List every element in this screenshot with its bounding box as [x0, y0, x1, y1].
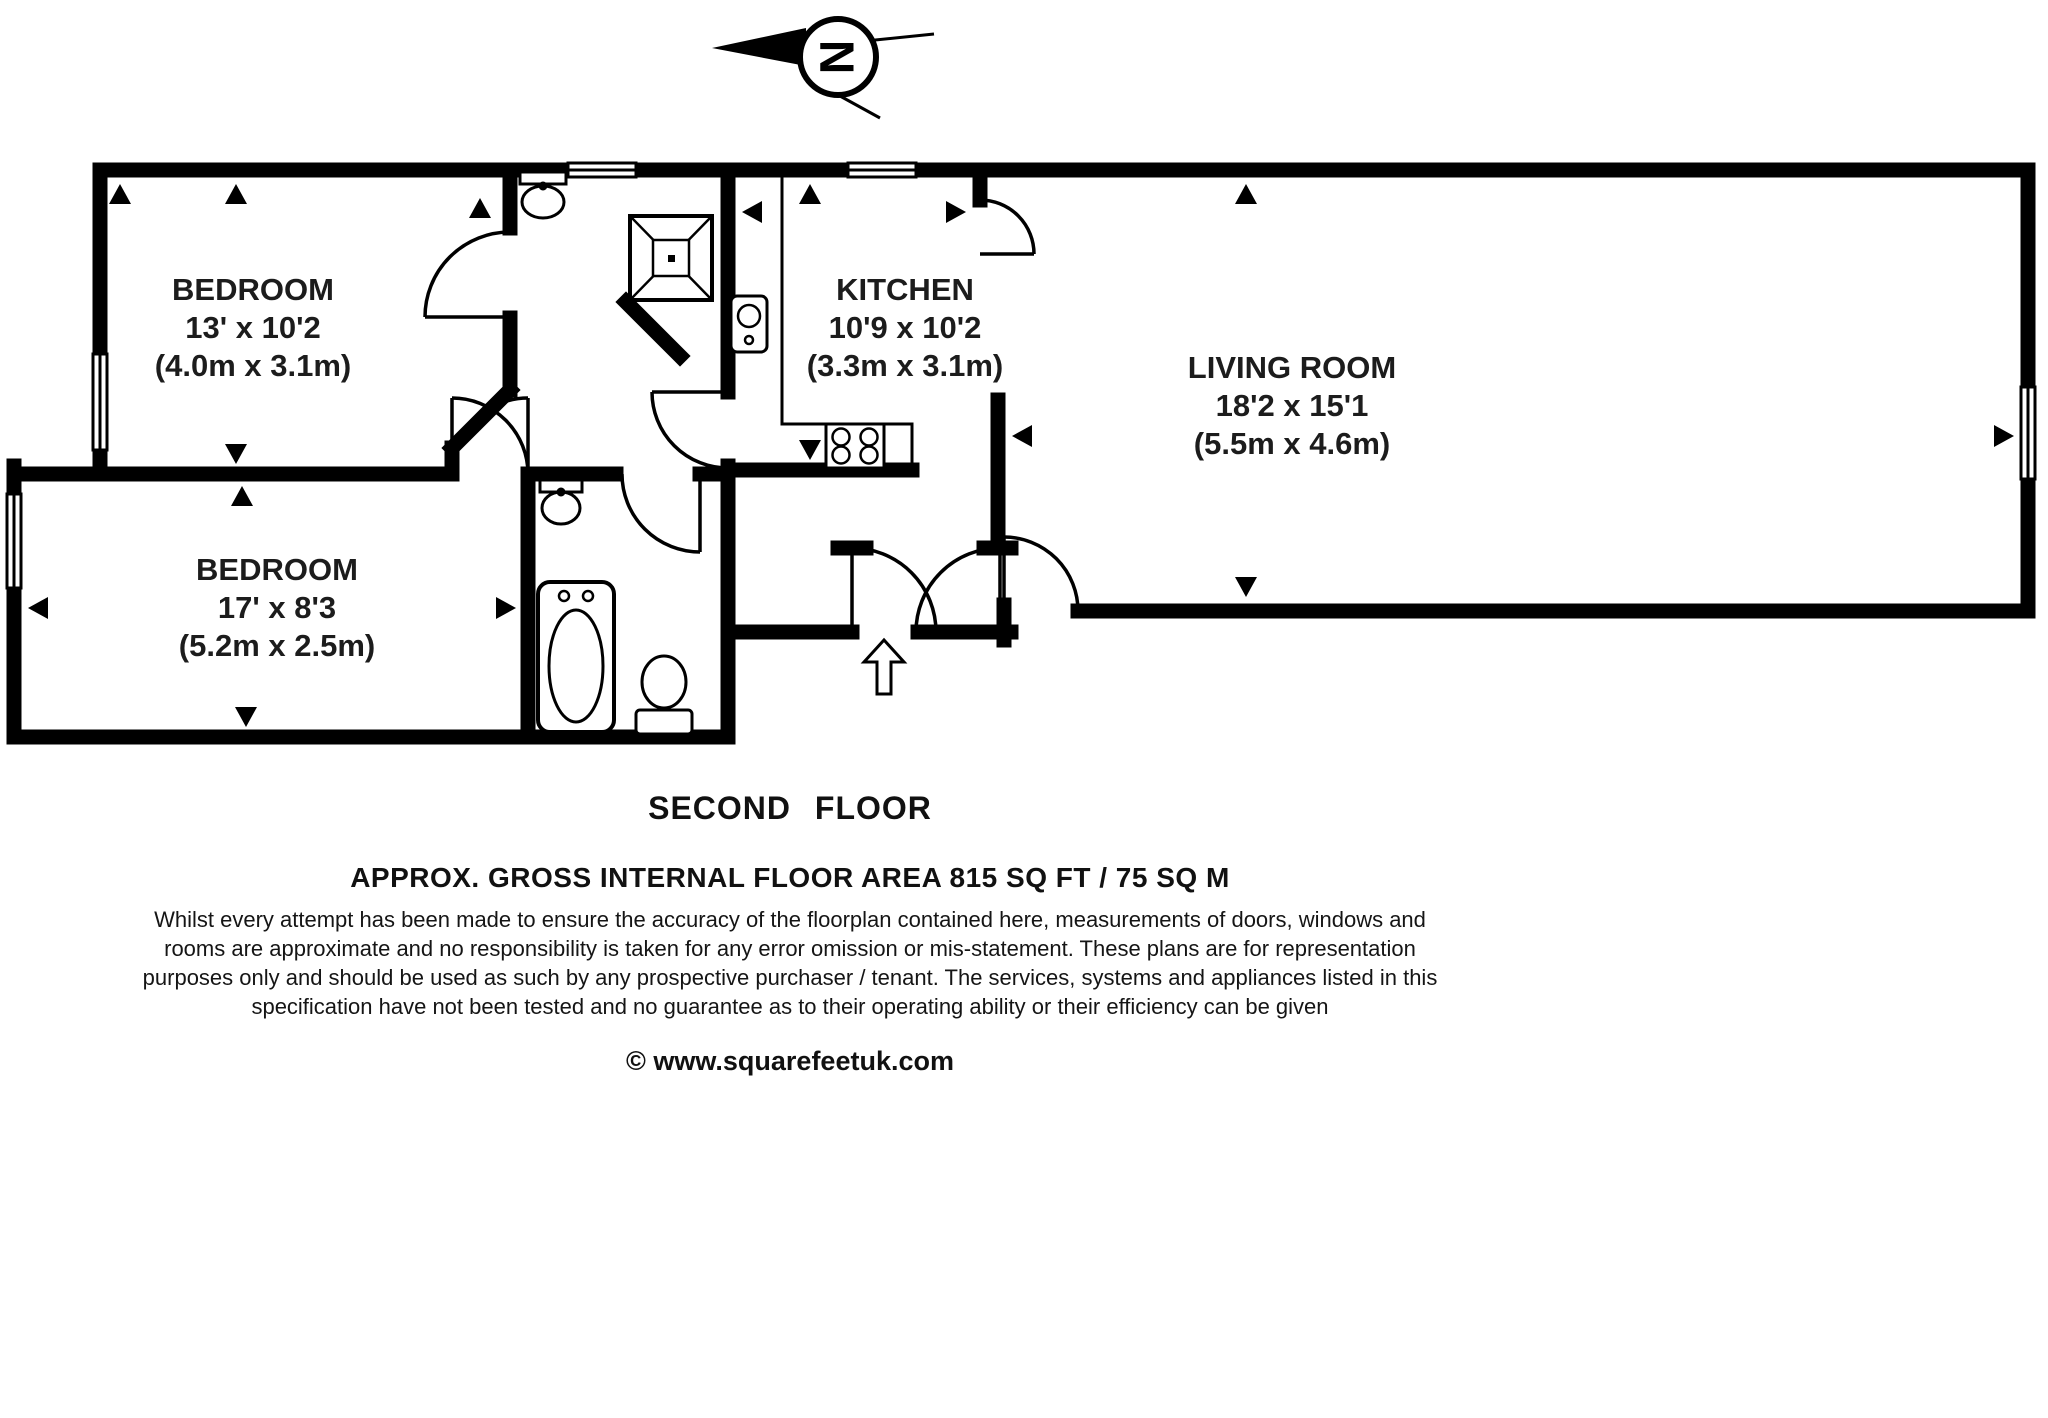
measurement-triangle	[1012, 425, 1032, 447]
room-name: BEDROOM	[172, 272, 334, 307]
measurement-triangle	[28, 597, 48, 619]
measurement-triangle	[799, 184, 821, 204]
basin-icon	[538, 478, 584, 526]
door-entry-double	[850, 546, 1002, 633]
shower-icon	[628, 214, 714, 302]
entrance-arrow-icon	[860, 637, 908, 696]
disclaimer: Whilst every attempt has been made to en…	[0, 905, 1580, 1021]
measurement-triangle	[231, 486, 253, 506]
room-dims-imperial: 10'9 x 10'2	[829, 310, 982, 345]
room-dims-metric: (4.0m x 3.1m)	[155, 348, 351, 383]
kitchen-counter	[780, 177, 914, 466]
measurement-markers	[28, 184, 2014, 727]
door-bedroom1	[423, 230, 511, 319]
measurement-triangle	[946, 201, 966, 223]
hob-icon	[824, 422, 886, 470]
window-top-kitchen	[846, 161, 918, 179]
measurement-triangle	[799, 440, 821, 460]
room-dims-metric: (3.3m x 3.1m)	[807, 348, 1003, 383]
measurement-triangle	[109, 184, 131, 204]
door-kitchen-living	[979, 198, 1036, 256]
floor-title: SECOND FLOOR	[648, 790, 932, 826]
gross-area-title: APPROX. GROSS INTERNAL FLOOR AREA 815 SQ…	[350, 862, 1230, 893]
toilet-icon	[634, 654, 694, 736]
room-labels: BEDROOM 13' x 10'2 (4.0m x 3.1m) KITCHEN…	[155, 272, 1396, 663]
room-label-bedroom1: BEDROOM 13' x 10'2 (4.0m x 3.1m)	[155, 272, 351, 383]
door-kitchen	[650, 390, 729, 470]
room-label-bedroom2: BEDROOM 17' x 8'3 (5.2m x 2.5m)	[179, 552, 375, 663]
door-bedroom2-double	[450, 396, 530, 475]
room-dims-metric: (5.5m x 4.6m)	[1194, 426, 1390, 461]
window-bedroom1-left	[91, 352, 109, 452]
measurement-triangle	[1235, 184, 1257, 204]
measurement-triangle	[225, 184, 247, 204]
disclaimer-line: Whilst every attempt has been made to en…	[154, 907, 1426, 932]
measurement-triangle	[225, 444, 247, 464]
copyright-notice: © www.squarefeetuk.com	[626, 1046, 954, 1076]
measurement-triangle	[469, 198, 491, 218]
floorplan-drawing: N	[5, 16, 2037, 745]
measurement-triangle	[235, 707, 257, 727]
disclaimer-line: specification have not been tested and n…	[251, 994, 1329, 1019]
room-label-living-room: LIVING ROOM 18'2 x 15'1 (5.5m x 4.6m)	[1188, 350, 1396, 461]
room-dims-imperial: 18'2 x 15'1	[1216, 388, 1369, 423]
kitchen-sink-icon	[729, 294, 769, 354]
measurement-triangle	[1994, 425, 2014, 447]
window-living-right	[2019, 385, 2037, 481]
room-name: KITCHEN	[836, 272, 974, 307]
room-dims-imperial: 13' x 10'2	[185, 310, 320, 345]
measurement-triangle	[496, 597, 516, 619]
door-living-entry	[1002, 535, 1080, 612]
room-name: BEDROOM	[196, 552, 358, 587]
compass-north-label: N	[812, 40, 865, 75]
room-label-kitchen: KITCHEN 10'9 x 10'2 (3.3m x 3.1m)	[807, 272, 1003, 383]
window-bedroom2-left	[5, 492, 23, 590]
room-dims-imperial: 17' x 8'3	[218, 590, 336, 625]
north-compass-icon: N	[712, 16, 935, 120]
disclaimer-line: purposes only and should be used as such…	[142, 965, 1438, 990]
disclaimer-line: rooms are approximate and no responsibil…	[164, 936, 1416, 961]
walls	[6, 162, 2036, 745]
basin-icon	[518, 170, 568, 220]
fixtures	[518, 170, 914, 736]
measurement-triangle	[1235, 577, 1257, 597]
door-bathroom	[620, 473, 702, 554]
window-top-left	[566, 161, 638, 179]
room-dims-metric: (5.2m x 2.5m)	[179, 628, 375, 663]
door-arcs	[423, 198, 1080, 633]
windows	[5, 161, 2037, 590]
room-name: LIVING ROOM	[1188, 350, 1396, 385]
north-arrow	[712, 28, 806, 66]
measurement-triangle	[742, 201, 762, 223]
bath-icon	[536, 580, 616, 734]
